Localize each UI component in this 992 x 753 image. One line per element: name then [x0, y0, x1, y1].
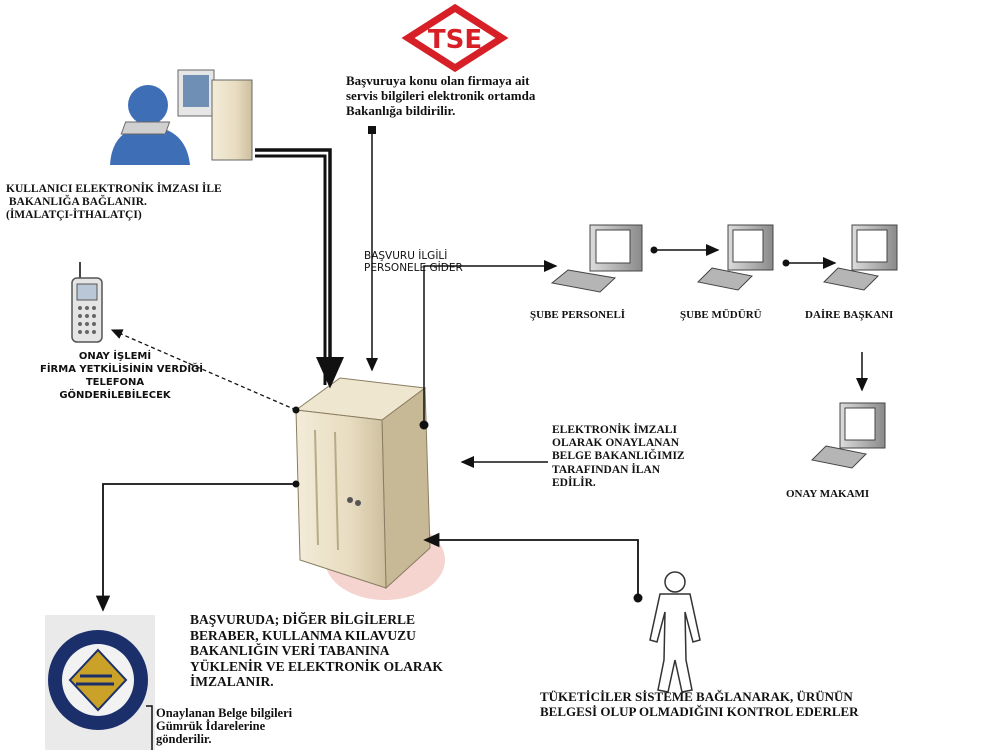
tse-logo: TSE: [401, 3, 509, 73]
server-to-customs-arrow: [95, 483, 296, 612]
user-computer-icon: [110, 69, 253, 165]
server-to-phone-arrow: [110, 329, 297, 411]
phone-note: ONAY İŞLEMİ FİRMA YETKİLİSİNİN VERDİĞİ T…: [40, 351, 203, 401]
tse-logo-text: TSE: [428, 25, 482, 55]
consumer-figure-icon: [649, 571, 701, 693]
db-note: BAŞVURUDA; DİĞER BİLGİLERLE BERABER, KUL…: [190, 612, 443, 690]
sube-muduru-label: ŞUBE MÜDÜRÜ: [680, 309, 762, 321]
central-server-icon: [294, 377, 445, 600]
consumer-to-server-arrow: [423, 532, 639, 598]
route-note: BAŞVURU İLGİLİ PERSONELE GİDER: [364, 250, 463, 275]
computer-daire-baskani-icon: [822, 224, 898, 291]
user-to-server-arrow: [255, 148, 344, 389]
tse-note: Başvuruya konu olan firmaya ait servis b…: [346, 73, 536, 118]
computer-sube-personeli-icon: [550, 224, 643, 293]
computer-onay-makami-icon: [810, 402, 886, 469]
customs-note: Onaylanan Belge bilgileri Gümrük İdarele…: [156, 706, 293, 747]
daire-baskani-label: DAİRE BAŞKANI: [805, 309, 894, 321]
onay-makami-label: ONAY MAKAMI: [786, 488, 870, 500]
computer-sube-muduru-icon: [696, 224, 774, 291]
sube-personeli-label: ŞUBE PERSONELİ: [530, 309, 626, 321]
consumer-note: TÜKETİCİLER SİSTEME BAĞLANARAK, ÜRÜNÜN B…: [540, 689, 859, 719]
customs-logo: [45, 615, 155, 750]
user-note: KULLANICI ELEKTRONİK İMZASI İLE BAKANLIĞ…: [6, 183, 222, 222]
mobile-phone-icon: [71, 262, 103, 343]
signed-note: ELEKTRONİK İMZALI OLARAK ONAYLANAN BELGE…: [552, 424, 685, 489]
connectors: [95, 126, 868, 750]
